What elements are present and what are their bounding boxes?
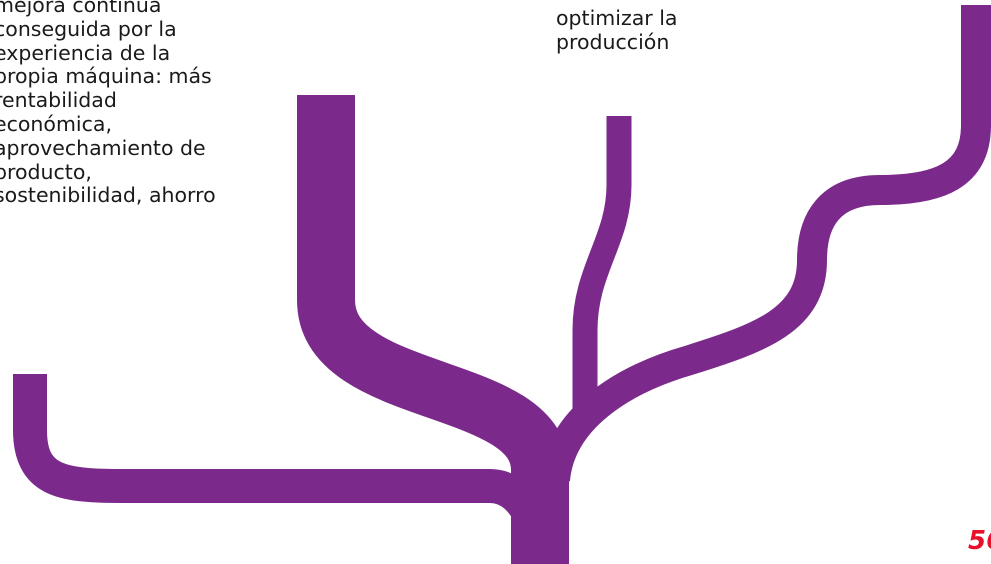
left-text-line: económica, xyxy=(0,111,112,136)
left-text-block: mejora continua conseguida por la experi… xyxy=(0,0,216,208)
left-text-line: mejora continua xyxy=(0,0,162,17)
branch-main xyxy=(297,95,569,564)
left-text-line: propia máquina: más xyxy=(0,64,212,89)
left-text-line: conseguida por la xyxy=(0,16,177,41)
page-number: 56 xyxy=(968,526,991,556)
right-text-block: optimizar la producción xyxy=(556,6,678,55)
left-text-line: sostenibilidad, ahorro xyxy=(0,183,216,208)
right-text-line: optimizar la xyxy=(556,6,678,30)
branch-middle xyxy=(572,116,632,420)
left-text-line: experiencia de la xyxy=(0,40,171,65)
left-text-line: rentabilidad xyxy=(0,88,117,113)
left-text-line: producto, xyxy=(0,159,92,184)
branch-right xyxy=(540,5,991,483)
right-text-line: producción xyxy=(556,29,670,54)
left-text-line: aprovechamiento de xyxy=(0,135,206,160)
